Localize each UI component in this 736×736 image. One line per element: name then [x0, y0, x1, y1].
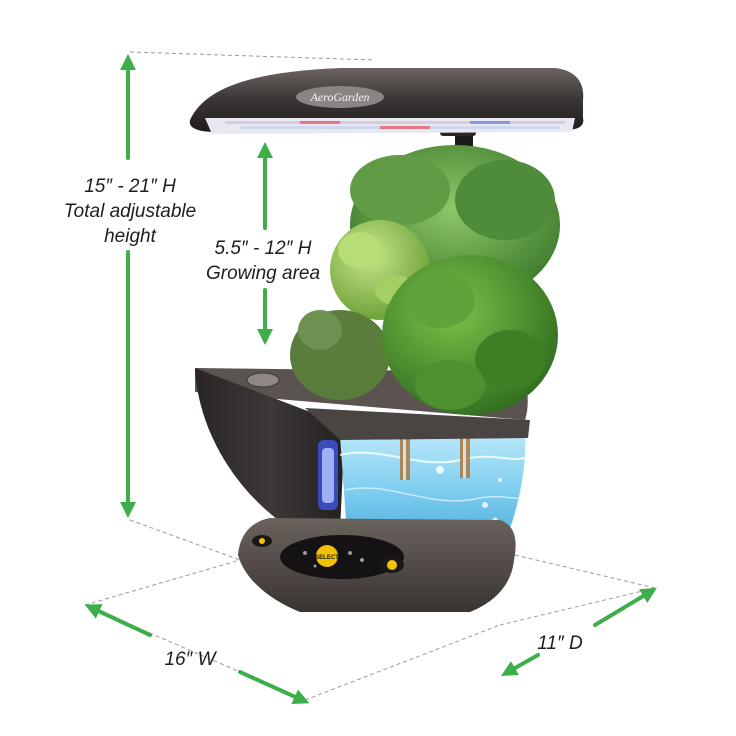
herb-foliage — [290, 145, 560, 415]
total-height-range: 15″ - 21″ H — [84, 176, 176, 197]
planter-base: SELECT — [238, 518, 516, 612]
total-height-caption-line1: Total adjustable — [63, 201, 197, 222]
brand-logo: AeroGarden — [309, 90, 369, 104]
width-arrow-left — [84, 604, 152, 637]
depth-arrow-left — [501, 653, 540, 676]
growing-area-label: 5.5″ - 12″ H Growing area — [188, 236, 338, 286]
led-dots — [225, 121, 565, 129]
growing-area-range: 5.5″ - 12″ H — [214, 238, 312, 259]
light-hood: AeroGarden — [189, 68, 584, 134]
water-fill-cap — [246, 372, 280, 388]
total-height-caption-line2: height — [104, 226, 156, 247]
select-button: SELECT — [315, 555, 339, 561]
width-label: 16″ W — [164, 649, 216, 670]
width-arrow-right — [238, 670, 310, 704]
brand-logo-badge — [296, 86, 384, 108]
growing-area-caption: Growing area — [205, 263, 321, 284]
planter-rim — [305, 408, 530, 440]
control-panel — [280, 535, 404, 579]
water-reservoir-cutaway — [339, 430, 526, 548]
depth-label: 11″ D — [537, 633, 583, 654]
depth-arrow-right — [593, 587, 657, 627]
dimension-arrows — [84, 54, 657, 704]
root-columns — [400, 430, 470, 480]
total-height-label: 15″ - 21″ H Total adjustable height — [40, 174, 220, 249]
